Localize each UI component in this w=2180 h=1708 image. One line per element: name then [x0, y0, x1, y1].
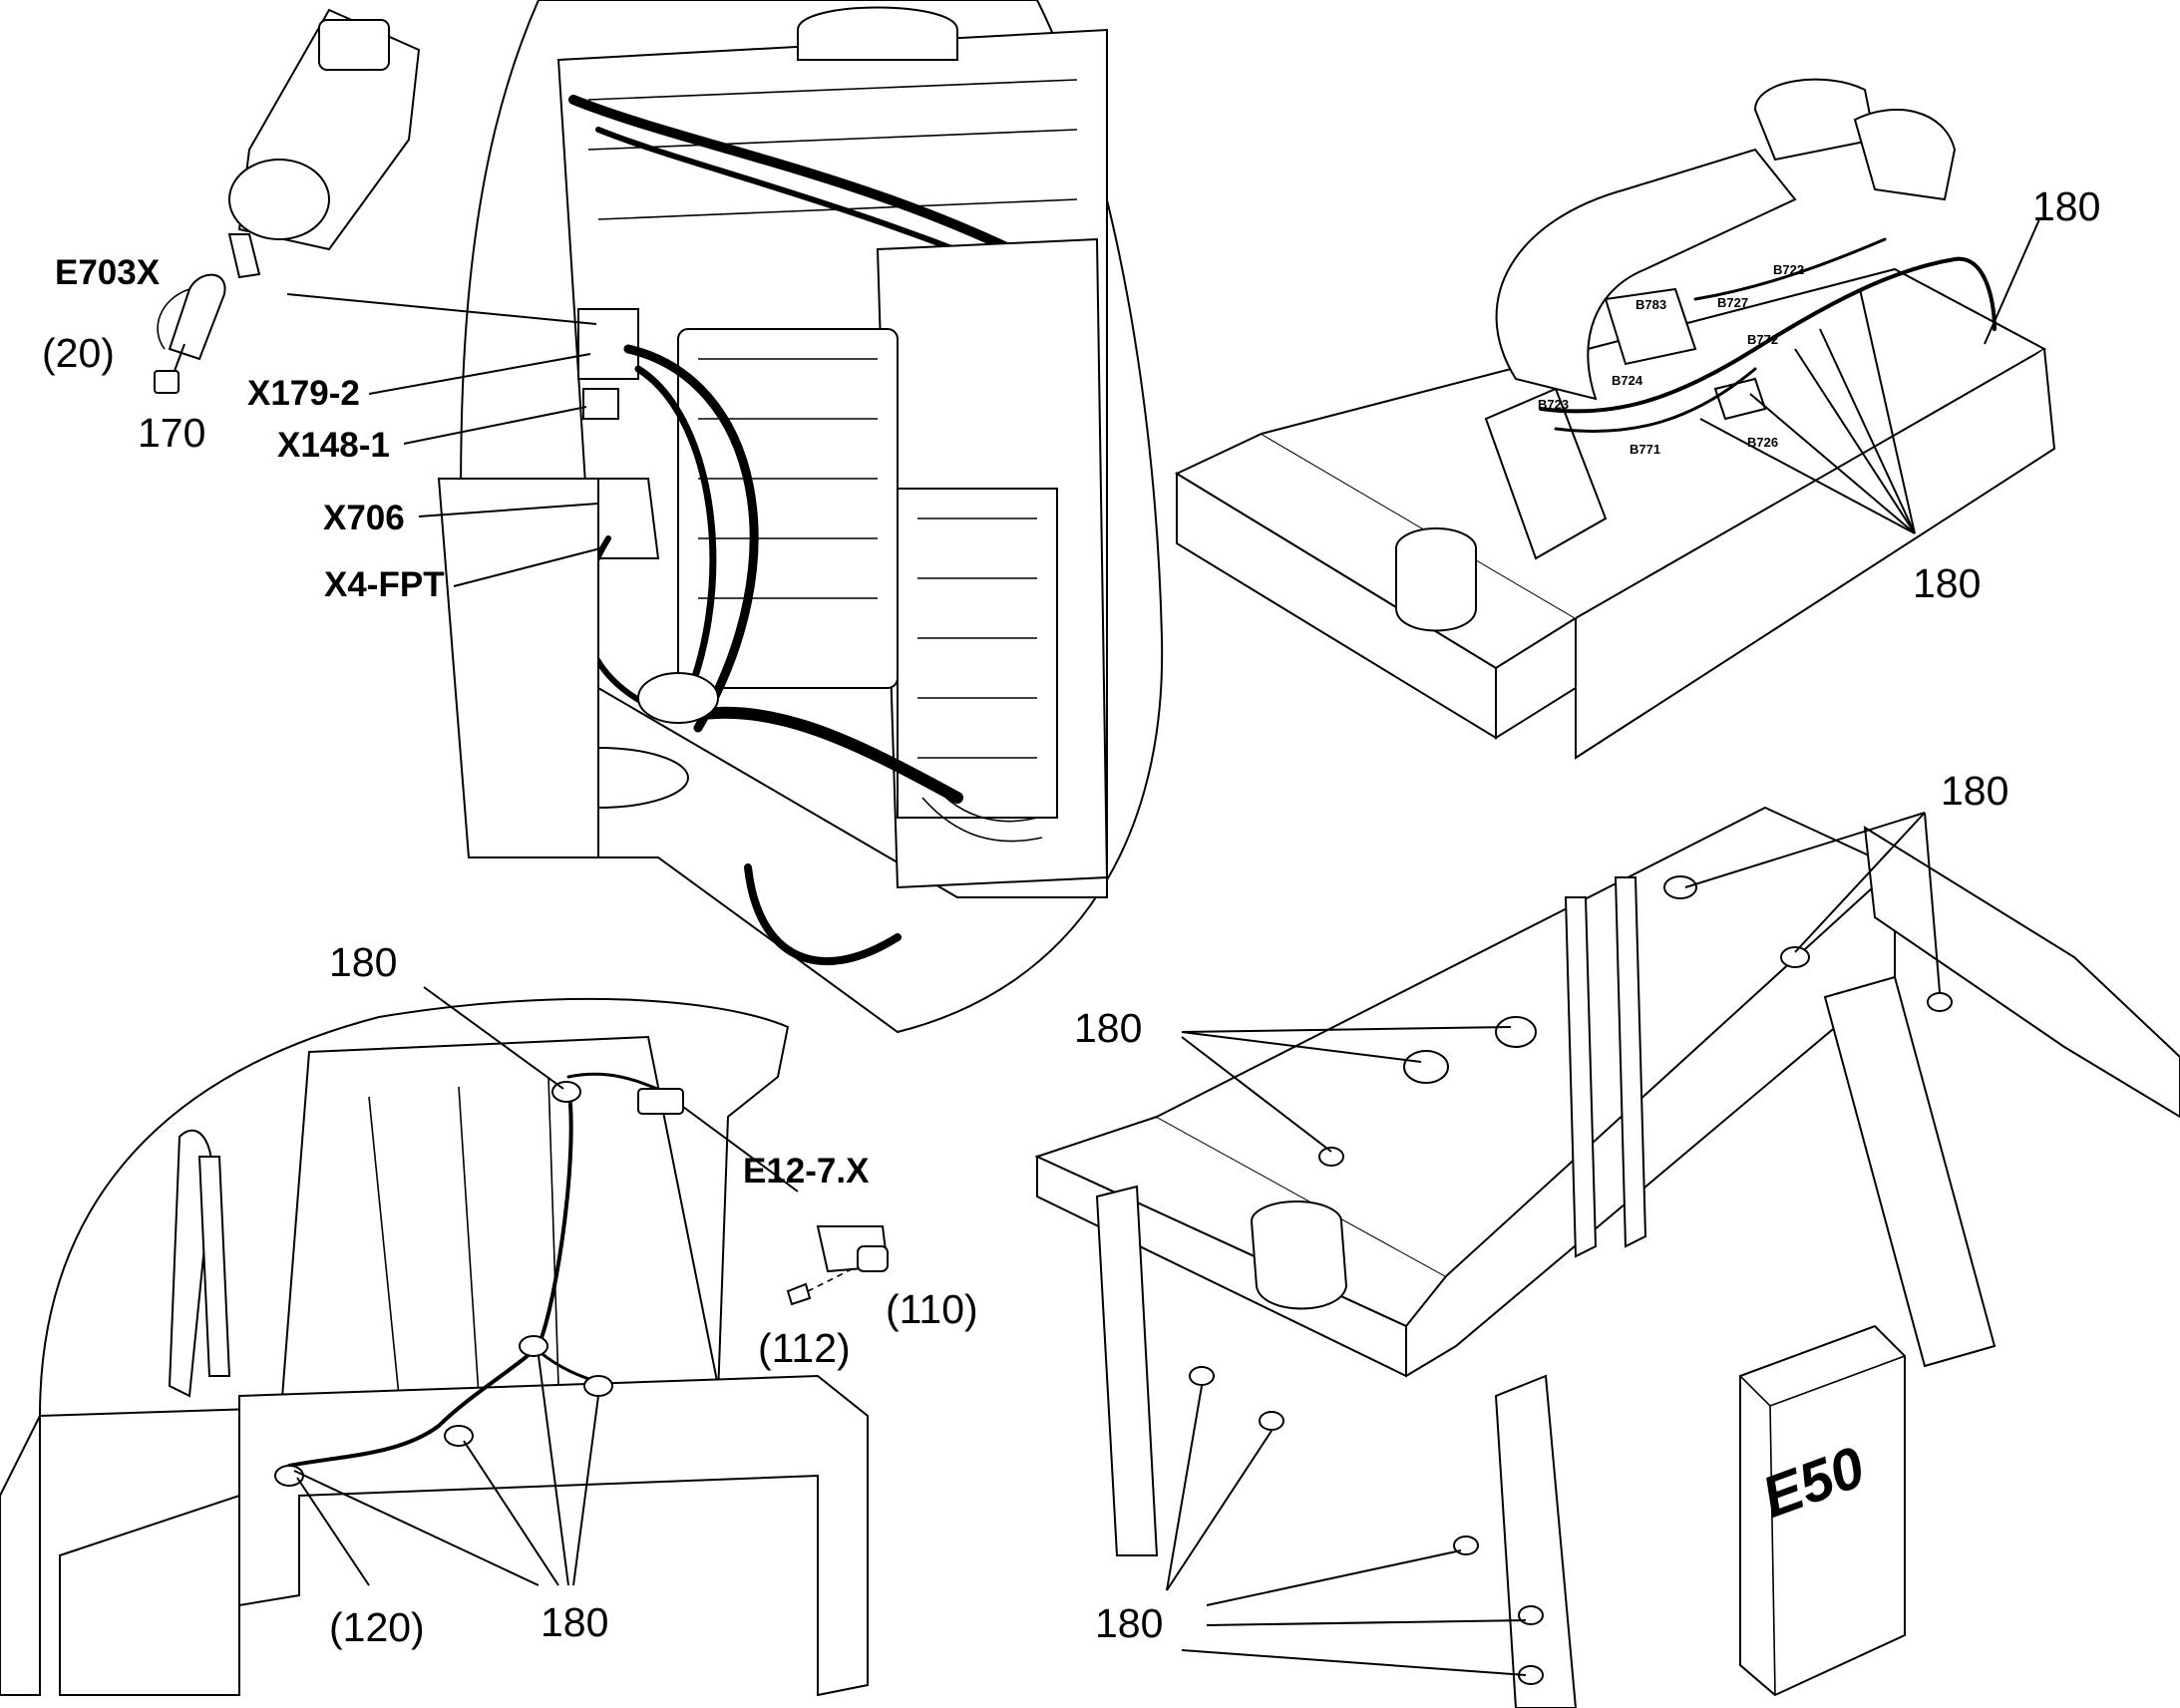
label-112: (112)	[758, 1325, 851, 1371]
label-b726: B726	[1747, 435, 1778, 450]
label-b772: B772	[1747, 332, 1778, 347]
label-e703x: E703X	[55, 253, 161, 292]
label-170: 170	[138, 410, 205, 456]
label-180-tr-top: 180	[2032, 183, 2100, 229]
label-b783: B783	[1635, 297, 1666, 312]
label-180-br-bottom: 180	[1095, 1600, 1163, 1646]
cabin-frame-view	[0, 986, 890, 1697]
hose-fitting-part	[154, 8, 421, 394]
label-180-bl-top: 180	[329, 939, 397, 985]
label-180-br-left: 180	[1074, 1005, 1142, 1051]
label-120: (120)	[329, 1604, 425, 1650]
label-b771: B771	[1630, 442, 1660, 457]
label-x4-fpt: X4-FPT	[324, 565, 445, 604]
main-frame-view: E50	[1034, 806, 2180, 1708]
label-b724: B724	[1612, 373, 1643, 388]
label-b723: B723	[1538, 397, 1569, 412]
label-180-bl-bottom: 180	[541, 1599, 608, 1645]
label-e12-7x: E12-7.X	[743, 1152, 870, 1191]
label-x148-1: X148-1	[277, 426, 390, 465]
chassis-overview-view	[1174, 78, 2056, 760]
label-b722: B722	[1773, 262, 1804, 277]
engine-bay-detail-view	[286, 0, 1164, 1034]
label-x179-2: X179-2	[247, 374, 360, 413]
label-20: (20)	[42, 330, 115, 376]
label-x706: X706	[323, 499, 405, 537]
label-b727: B727	[1717, 295, 1748, 310]
label-180-tr-bottom: 180	[1913, 560, 1981, 606]
label-180-br-top: 180	[1941, 768, 2008, 814]
label-110: (110)	[886, 1286, 978, 1332]
